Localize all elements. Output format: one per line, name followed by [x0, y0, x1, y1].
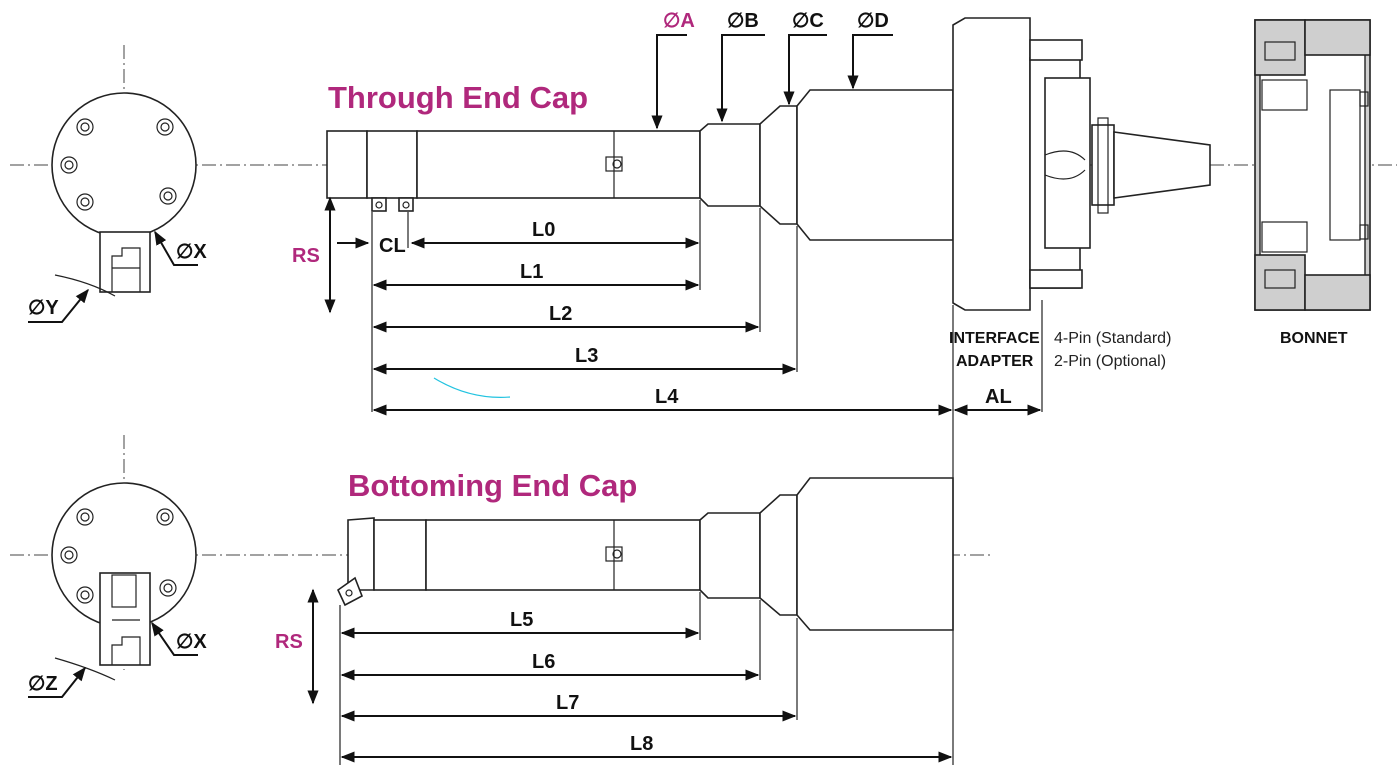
labels: Through End Cap Bottoming End Cap ∅A ∅B …: [28, 10, 1348, 755]
label-rs-top: RS: [292, 245, 320, 267]
bonnet: [1254, 19, 1371, 311]
label-2pin: 2-Pin (Optional): [1054, 353, 1166, 370]
dimension-lines-top: [28, 34, 1043, 765]
dimension-lines-bottom: [28, 588, 953, 765]
label-4pin: 4-Pin (Standard): [1054, 330, 1171, 347]
label-dia-x-bottom: ∅X: [176, 631, 207, 653]
label-adapter: ADAPTER: [956, 353, 1034, 370]
label-dia-z: ∅Z: [28, 673, 58, 695]
label-l5: L5: [510, 609, 533, 631]
label-al: AL: [985, 386, 1012, 408]
end-view-through: [51, 92, 197, 297]
label-l3: L3: [575, 345, 598, 367]
label-bonnet: BONNET: [1280, 330, 1348, 347]
label-rs-bottom: RS: [275, 631, 303, 653]
bolt-holes: [60, 118, 177, 211]
through-end-cap-tool: [326, 89, 954, 241]
label-dia-x-top: ∅X: [176, 241, 207, 263]
label-l4: L4: [655, 386, 679, 408]
bottoming-end-cap-tool: [336, 477, 954, 631]
label-dia-b: ∅B: [727, 10, 759, 32]
label-l1: L1: [520, 261, 543, 283]
label-dia-a: ∅A: [663, 10, 695, 32]
label-l7: L7: [556, 692, 579, 714]
label-cl: CL: [379, 235, 406, 257]
label-l0: L0: [532, 219, 555, 241]
label-dia-d: ∅D: [857, 10, 889, 32]
label-l8: L8: [630, 733, 653, 755]
label-l2: L2: [549, 303, 572, 325]
label-interface: INTERFACE: [949, 330, 1040, 347]
interface-adapter: [952, 17, 1211, 311]
end-view-bottoming: [51, 482, 197, 681]
label-dia-y: ∅Y: [28, 297, 59, 319]
label-l6: L6: [532, 651, 555, 673]
title-through-end-cap: Through End Cap: [328, 80, 588, 115]
title-bottoming-end-cap: Bottoming End Cap: [348, 468, 637, 503]
label-dia-c: ∅C: [792, 10, 824, 32]
